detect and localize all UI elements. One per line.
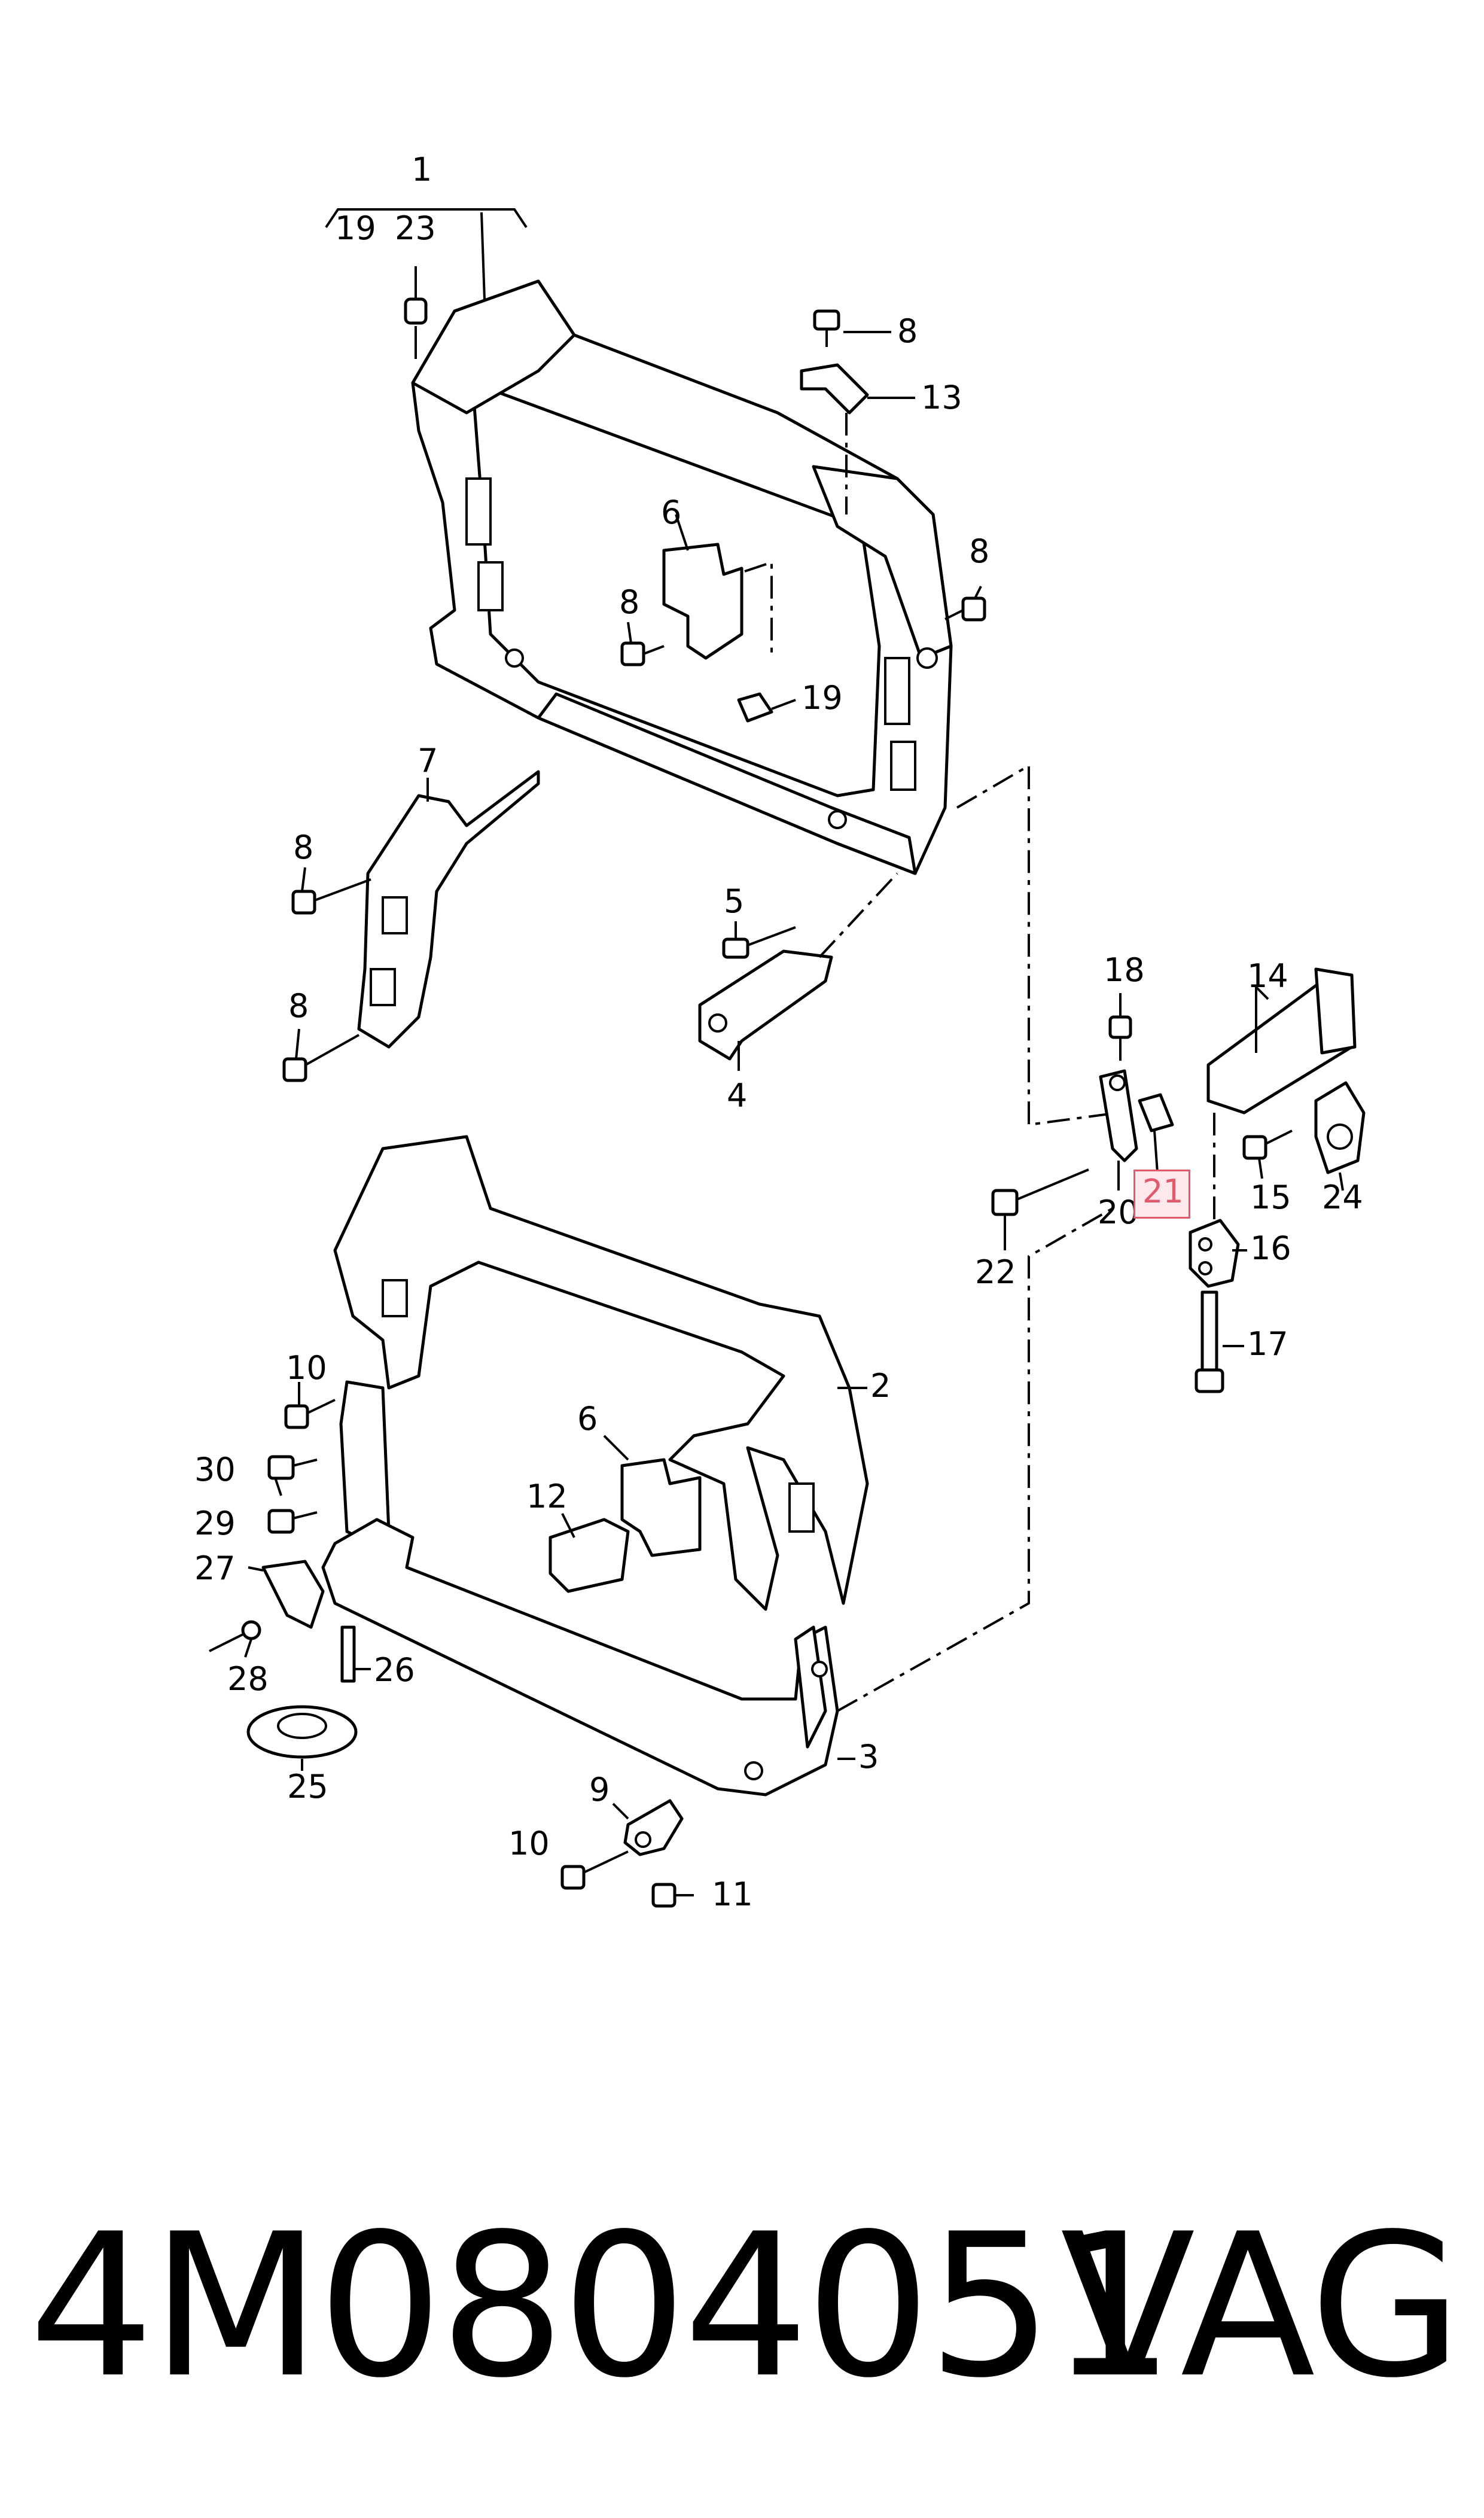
callout-8-bracket7-top: 8 (293, 829, 314, 866)
screw-30 (267, 1455, 318, 1480)
bolt-15 (1242, 1129, 1293, 1160)
bracket-9 (623, 1799, 684, 1856)
bolt-5 (722, 926, 796, 959)
callout-1: 1 (412, 151, 432, 188)
bolt-17 (1194, 1290, 1224, 1393)
callout-26: 26 (374, 1651, 415, 1689)
bracket-24 (1314, 1081, 1366, 1174)
front-carrier-lower (321, 1135, 869, 1797)
callout-21: 21 (1142, 1173, 1184, 1210)
callout-8-right: 8 (969, 532, 990, 570)
bracket-27 (261, 1560, 325, 1629)
exploded-parts-diagram (209, 208, 1366, 1908)
leader-1 (325, 208, 528, 229)
callout-21-highlight (1133, 1170, 1190, 1219)
callout-9: 9 (589, 1771, 610, 1808)
callout-4: 4 (727, 1077, 748, 1115)
callout-8-mid: 8 (619, 583, 640, 621)
callout-23: 23 (395, 209, 436, 247)
bracket-6-lower (603, 1435, 702, 1557)
part-number: 4M0804051 (29, 2191, 1175, 2421)
callout-27: 27 (194, 1549, 236, 1587)
callout-10-upper: 10 (286, 1349, 327, 1387)
bolt-8-bracket7-top (291, 878, 371, 915)
callout-25: 25 (287, 1768, 328, 1805)
holder-4 (698, 872, 898, 1061)
callout-10-lower: 10 (508, 1825, 550, 1862)
bolt-11 (651, 1883, 694, 1908)
clip-21 (1138, 1093, 1174, 1132)
mount-25 (246, 1705, 358, 1759)
bracket-20 (1099, 1069, 1138, 1162)
bolt-10-lower (560, 1850, 629, 1890)
bolt-8-mid-left (620, 641, 665, 666)
callout-14: 14 (1247, 957, 1288, 995)
bracket-13 (800, 363, 915, 514)
callout-15: 15 (1250, 1179, 1291, 1216)
bolt-10-upper (284, 1399, 336, 1429)
callout-11: 11 (712, 1875, 753, 1913)
bracket-6-upper (662, 514, 773, 660)
callout-18: 18 (1104, 951, 1145, 989)
clip-19 (737, 692, 796, 723)
callout-labels: 1 19 23 8 13 6 8 8 19 7 8 8 5 4 18 14 20… (194, 151, 1363, 1913)
callout-22: 22 (975, 1253, 1016, 1291)
brand-label: VAG (1060, 2191, 1462, 2421)
callout-5: 5 (724, 882, 745, 920)
callout-19-mid: 19 (802, 679, 843, 717)
callout-8-bracket7-bottom: 8 (288, 987, 309, 1025)
callout-2: 2 (870, 1367, 891, 1405)
stud-26 (340, 1625, 371, 1683)
rivet-28 (209, 1620, 261, 1652)
crossmember-14 (1206, 967, 1357, 1115)
callout-8-top: 8 (897, 312, 918, 350)
callout-19-top: 19 (335, 209, 376, 247)
callout-24: 24 (1322, 1179, 1363, 1216)
callout-29: 29 (194, 1505, 236, 1542)
callout-3: 3 (858, 1738, 879, 1776)
callout-12: 12 (526, 1478, 568, 1515)
callout-17: 17 (1247, 1325, 1288, 1363)
bolt-8-bracket7-bottom (282, 1034, 359, 1082)
lock-12 (548, 1513, 630, 1593)
screw-29 (267, 1509, 318, 1534)
bolt-8-top (813, 309, 891, 347)
bolt-22 (991, 1168, 1089, 1216)
bolt-8-right (944, 596, 986, 622)
callout-20: 20 (1098, 1193, 1139, 1231)
callout-28: 28 (227, 1660, 269, 1698)
callout-7: 7 (418, 742, 438, 780)
callout-13: 13 (921, 379, 962, 416)
callout-6-lower: 6 (577, 1400, 598, 1438)
callout-16: 16 (1250, 1229, 1291, 1267)
bracket-16 (1189, 1113, 1240, 1288)
bracket-7 (357, 770, 540, 1049)
callout-30: 30 (194, 1451, 236, 1488)
callout-6-upper: 6 (661, 494, 682, 531)
